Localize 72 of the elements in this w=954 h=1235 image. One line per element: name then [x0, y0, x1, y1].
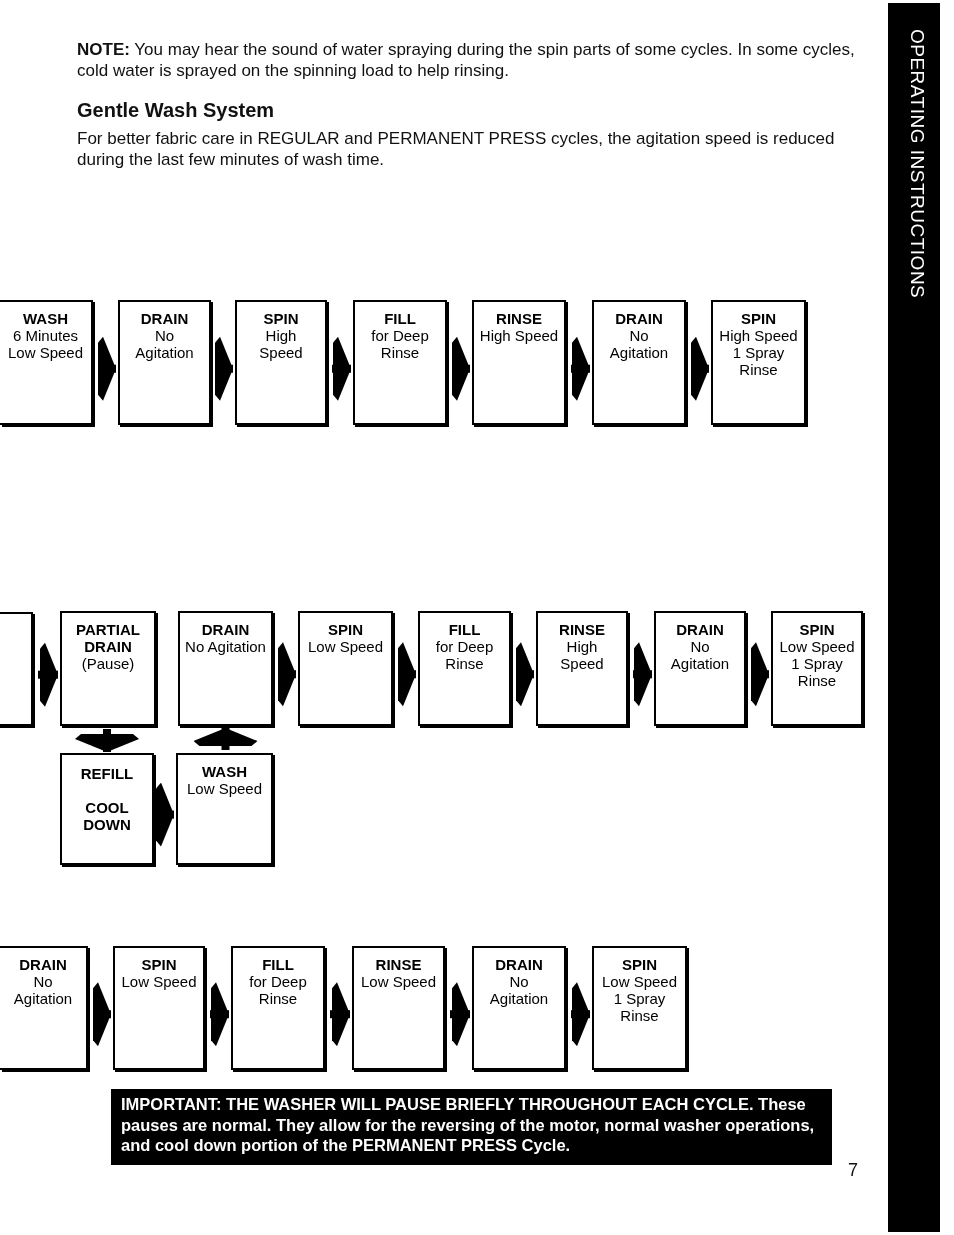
step-detail: High Speed [559, 638, 605, 672]
step-title: DRAIN [494, 956, 544, 973]
step-box [418, 611, 511, 726]
important-notice: IMPORTANT: THE WASHER WILL PAUSE BRIEFLY THROUGHOUT EACH CYCLE. These pauses are normal. They allow for the reversing of the motor, normal washer operations, and cool down portion of the PERMANENT PRESS Cycle. [111, 1089, 832, 1165]
step-detail: Low Speed [185, 780, 264, 797]
note-text: NOTE: You may hear the sound of water spraying during the spin parts of some cycles. In some cycles, cold water is sprayed on the spinning load to help rinsing. [77, 39, 856, 81]
step-title: RINSE [495, 310, 543, 327]
step-detail: No Agitation [185, 638, 266, 655]
step-detail: for Deep Rinse [370, 327, 430, 361]
step-box [60, 611, 156, 726]
step-title: SPIN [798, 621, 836, 638]
step-box [235, 300, 327, 425]
step-box [298, 611, 393, 726]
step-box [592, 946, 687, 1070]
step-box [592, 300, 686, 425]
step-detail: Low Speed [359, 973, 438, 990]
step-detail: No Agitation [669, 638, 731, 672]
step-detail: No Agitation [12, 973, 74, 1007]
section-heading: Gentle Wash System [77, 99, 276, 122]
step-box [771, 611, 863, 726]
step-box [536, 611, 628, 726]
step-title: DRAIN [18, 956, 68, 973]
step-title: FILL [447, 621, 482, 638]
step-detail: Low Speed 1 Spray Rinse [778, 638, 856, 689]
step-detail: for Deep Rinse [248, 973, 308, 1007]
step-title: WASH [201, 763, 248, 780]
step-detail: Low Speed [120, 973, 198, 990]
step-detail: Low Speed [306, 638, 385, 655]
step-title: DRAIN [614, 310, 664, 327]
step-detail: High Speed [258, 327, 304, 361]
step-title: SPIN [327, 621, 364, 638]
step-detail: High Speed 1 Spray Rinse [718, 327, 799, 378]
step-box [654, 611, 746, 726]
step-title: FILL [261, 956, 295, 973]
step-box [0, 300, 93, 425]
step-title: SPIN [140, 956, 178, 973]
section-tab: OPERATING INSTRUCTIONS [888, 3, 940, 1232]
step-detail: High Speed [479, 327, 559, 344]
step-title: FILL [383, 310, 417, 327]
step-title: RINSE [558, 621, 606, 638]
step-detail: No Agitation [608, 327, 670, 361]
step-detail: COOL DOWN [82, 799, 132, 833]
step-box [60, 753, 154, 865]
step-box [113, 946, 205, 1070]
step-detail: No Agitation [488, 973, 550, 1007]
step-box [178, 611, 273, 726]
step-box [353, 300, 447, 425]
step-box [231, 946, 325, 1070]
step-title: PARTIAL DRAIN [75, 621, 141, 655]
step-title: SPIN [621, 956, 658, 973]
step-box [711, 300, 806, 425]
step-title: RINSE [374, 956, 423, 973]
step-detail: 6 Minutes Low Speed [6, 327, 85, 361]
step-title: REFILL [79, 765, 135, 782]
step-detail: for Deep Rinse [434, 638, 495, 672]
step-title: DRAIN [200, 621, 251, 638]
page-number: 7 [848, 1160, 859, 1181]
step-box [0, 946, 88, 1070]
step-title: SPIN [262, 310, 300, 327]
step-box [472, 300, 566, 425]
step-title: SPIN [740, 310, 777, 327]
step-box [176, 753, 273, 865]
body-text: For better fabric care in REGULAR and PERMANENT PRESS cycles, the agitation speed is reduced during the last few minutes of wash time. [77, 128, 836, 170]
step-detail: No Agitation [134, 327, 195, 361]
step-box [472, 946, 566, 1070]
step-detail: (Pause) [80, 655, 136, 672]
step-title: WASH [22, 310, 69, 327]
step-title: DRAIN [675, 621, 725, 638]
step-box [118, 300, 211, 425]
step-title: DRAIN [139, 310, 190, 327]
step-box [352, 946, 445, 1070]
step-detail: Low Speed 1 Spray Rinse [600, 973, 679, 1024]
